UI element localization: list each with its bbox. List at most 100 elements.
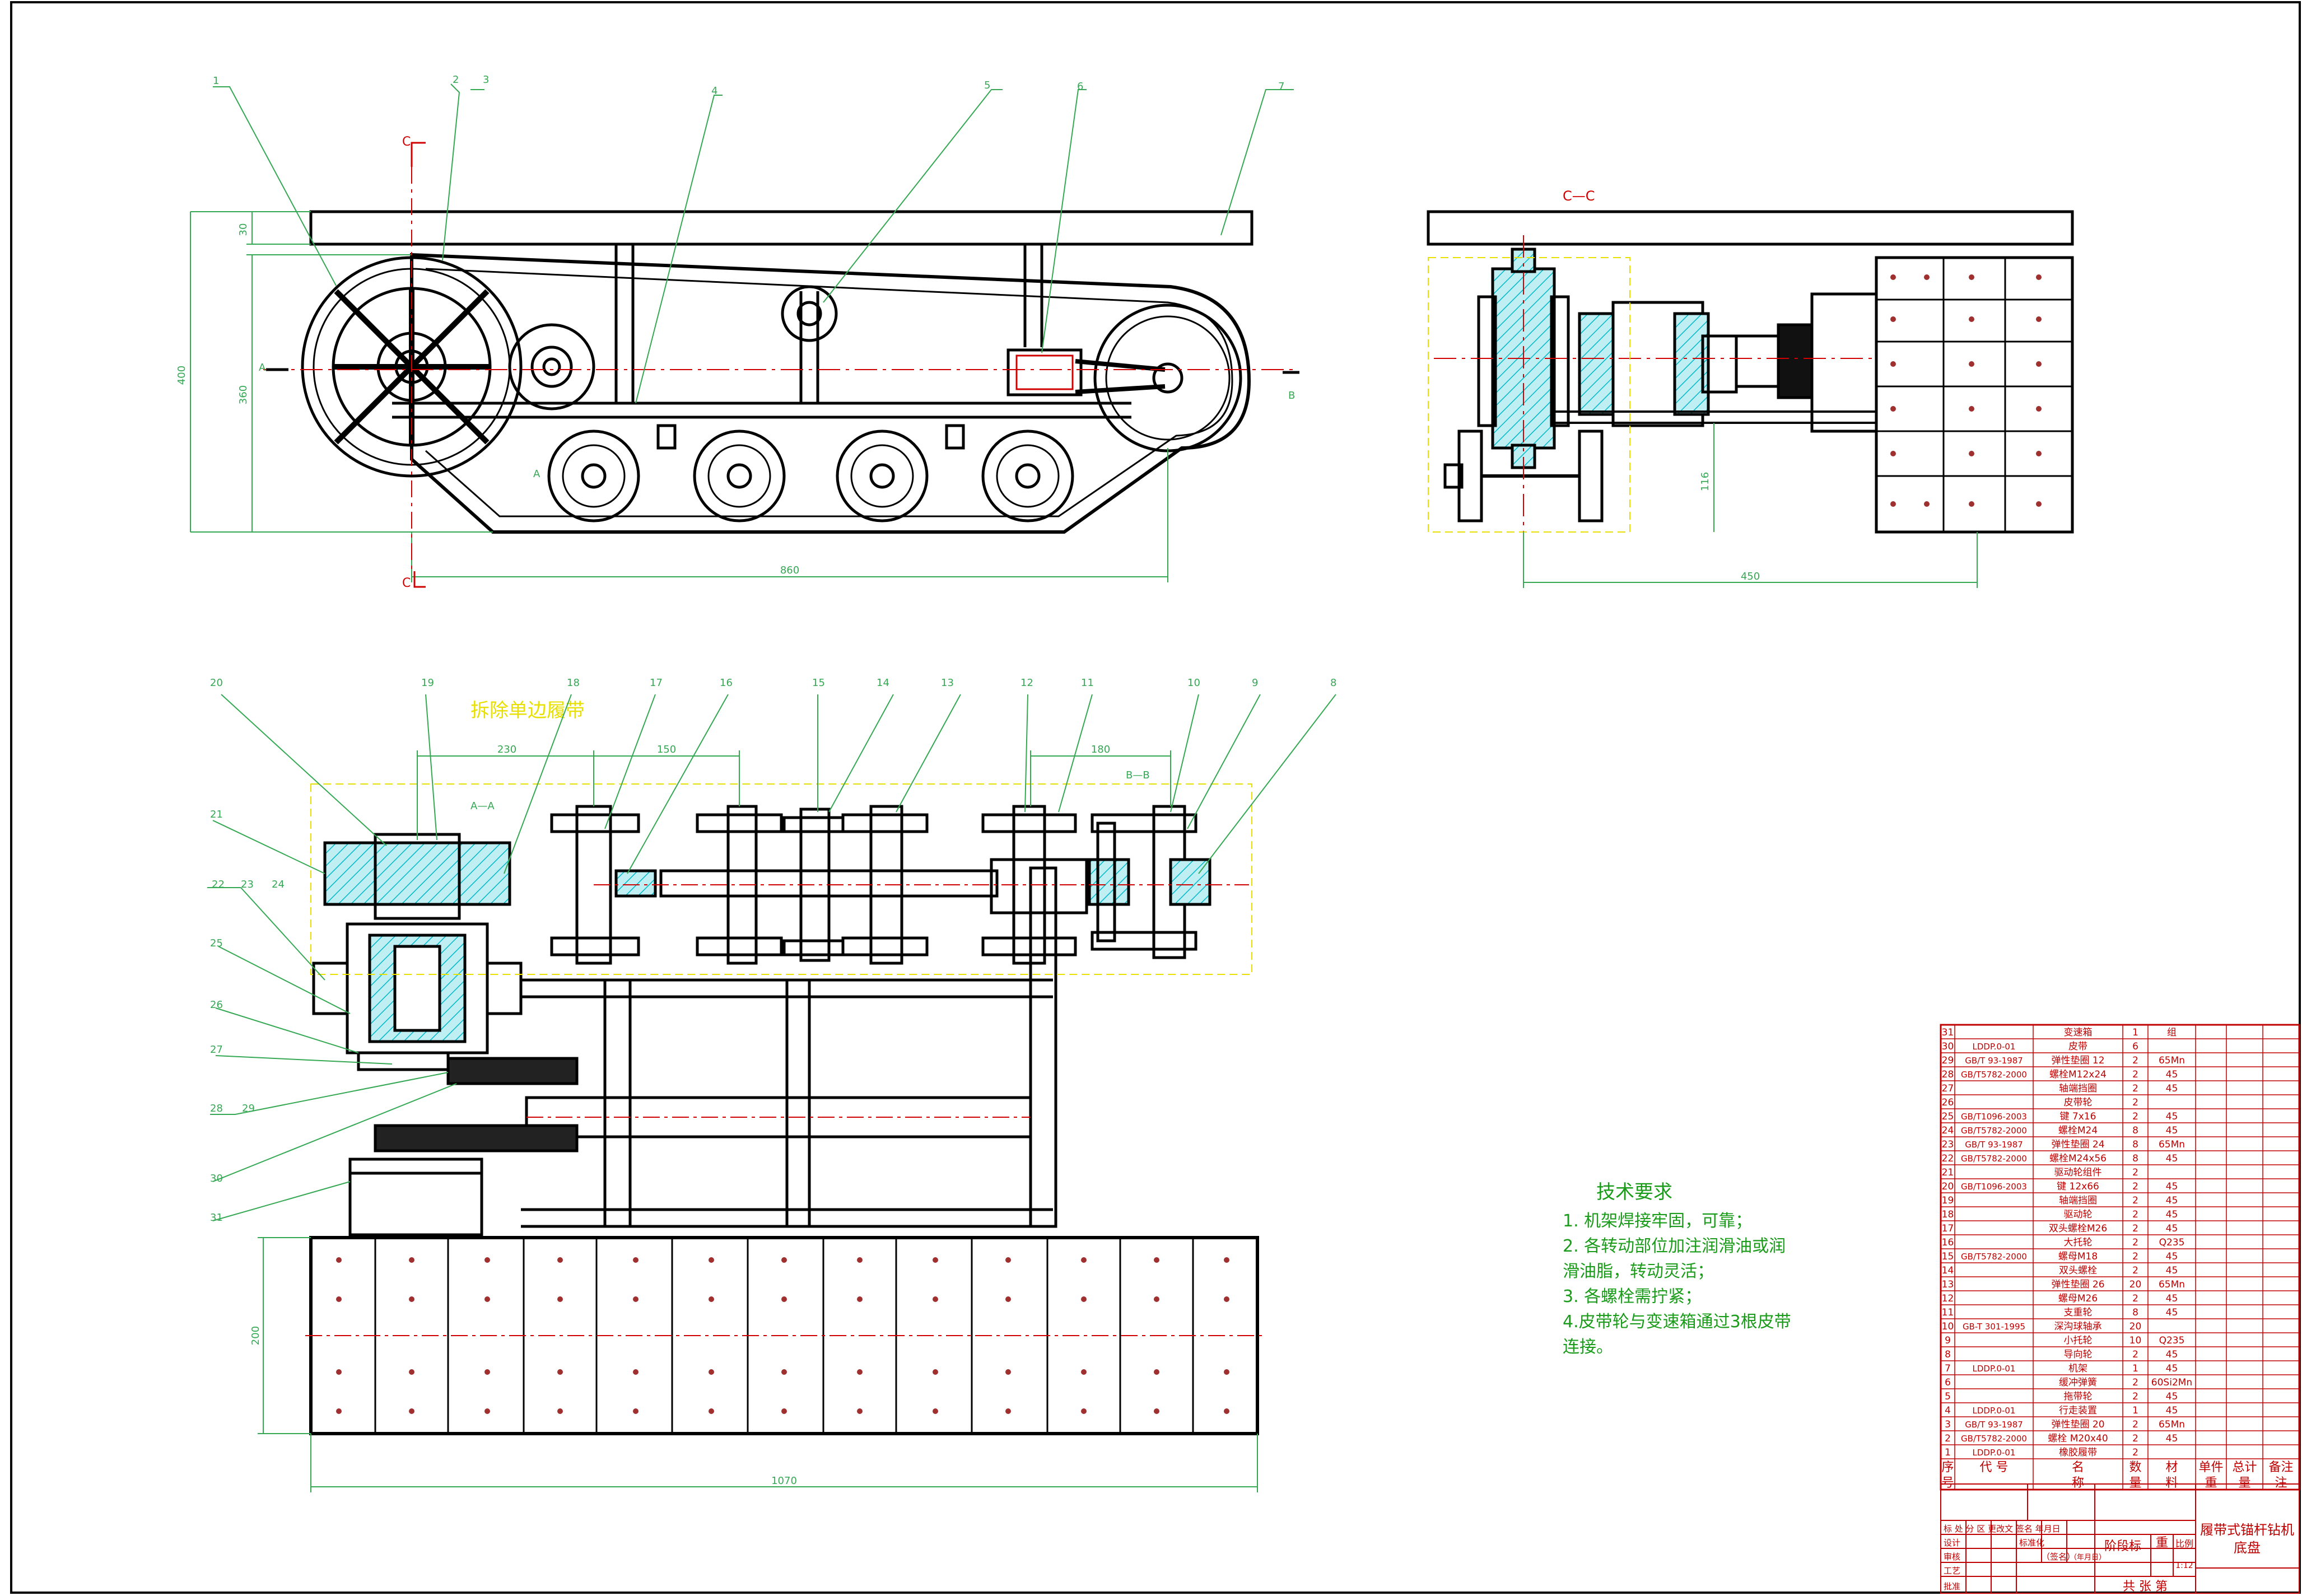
bom-header-total: 总计 (2232, 1460, 2257, 1474)
bom-cell-no: 8 (1945, 1349, 1951, 1360)
bom-cell-no: 10 (1942, 1321, 1954, 1332)
bom-cell-no: 22 (1942, 1153, 1954, 1164)
bom-cell-qty: 20 (2129, 1279, 2142, 1290)
bom-cell-mat: 45 (2166, 1083, 2178, 1094)
bom-cell-name: 缓冲弹簧 (2059, 1377, 2097, 1388)
plan-section-b: B—B (1126, 769, 1150, 781)
svg-text:审核: 审核 (1944, 1552, 1960, 1562)
bom-cell-qty: 2 (2132, 1083, 2138, 1094)
bom-cell-mat: 45 (2166, 1391, 2178, 1402)
bom-cell-qty: 10 (2129, 1335, 2142, 1346)
bom-cell-name: 弹性垫圈 24 (2051, 1139, 2104, 1150)
svg-text:30: 30 (210, 1173, 223, 1184)
bom-cell-no: 19 (1942, 1195, 1954, 1206)
section-top-plate (1427, 210, 2074, 246)
drawing-scale: 1:12 (2175, 1561, 2193, 1570)
bom-cell-qty: 2 (2132, 1251, 2138, 1262)
bom-header-no2: 号 (1941, 1476, 1954, 1490)
bom-cell-no: 23 (1942, 1139, 1954, 1150)
bom-cell-name: 驱动轮组件 (2054, 1167, 2102, 1178)
bom-cell-no: 20 (1942, 1181, 1954, 1192)
svg-text:3: 3 (483, 74, 489, 86)
bom-cell-qty: 2 (2132, 1055, 2138, 1066)
bom-cell-mat: 45 (2166, 1405, 2178, 1416)
bom-cell-no: 27 (1942, 1083, 1954, 1094)
bom-cell-qty: 8 (2132, 1307, 2138, 1318)
bom-cell-no: 30 (1942, 1041, 1954, 1052)
svg-text:16: 16 (720, 677, 733, 689)
bom-cell-mat: 45 (2166, 1293, 2178, 1304)
svg-text:批准: 批准 (1944, 1581, 1960, 1592)
svg-text:22: 22 (212, 879, 225, 890)
svg-text:比例: 比例 (2175, 1538, 2193, 1549)
bom-cell-code: LDDP.0-01 (1973, 1448, 2016, 1458)
bom-cell-code: GB/T1096-2003 (1961, 1182, 2027, 1192)
carrier-roller (781, 285, 838, 342)
bom-cell-mat: 45 (2166, 1181, 2178, 1192)
mark-a-wheel: A (533, 468, 540, 480)
svg-text:12: 12 (1020, 677, 1033, 689)
bom-header-qty: 数 (2129, 1460, 2141, 1474)
svg-text:3. 各螺栓需拧紧；: 3. 各螺栓需拧紧； (1563, 1287, 1702, 1306)
requirements-title: 技术要求 (1596, 1181, 1672, 1203)
bom-cell-no: 2 (1945, 1433, 1951, 1444)
bom-cell-name: 机架 (2068, 1363, 2087, 1374)
bom-cell-name: 导向轮 (2064, 1349, 2093, 1360)
svg-text:标 处 分 区 更改文 签名 年月日: 标 处 分 区 更改文 签名 年月日 (1944, 1524, 2061, 1534)
svg-text:8: 8 (1330, 677, 1336, 689)
bom-cell-name: 螺母M26 (2058, 1293, 2098, 1304)
bom-cell-code: LDDP.0-01 (1973, 1042, 2016, 1052)
svg-text:13: 13 (941, 677, 954, 689)
dim-230: 230 (497, 744, 516, 755)
bom-cell-mat: 65Mn (2159, 1139, 2185, 1150)
svg-text:29: 29 (242, 1103, 255, 1114)
bom-cell-name: 拖带轮 (2064, 1391, 2093, 1402)
bom-cell-no: 7 (1945, 1363, 1951, 1374)
plan-rollers (550, 805, 1211, 965)
bom-cell-qty: 2 (2132, 1293, 2138, 1304)
svg-text:7: 7 (1278, 81, 1284, 92)
bom-cell-qty: 1 (2132, 1363, 2138, 1374)
svg-text:19: 19 (421, 677, 434, 689)
plan-track-bolts (336, 1257, 1229, 1414)
bom-cell-qty: 2 (2132, 1209, 2138, 1220)
drawing-title-line1: 履带式锚杆钻机 (2200, 1522, 2294, 1538)
bom-cell-name: 支重轮 (2064, 1307, 2093, 1318)
bom-cell-mat: 65Mn (2159, 1055, 2185, 1066)
svg-text:设计: 设计 (1944, 1538, 1960, 1548)
plan-leaders (207, 694, 1336, 1221)
tension-spring (1006, 348, 1083, 396)
bom-cell-no: 29 (1942, 1055, 1954, 1066)
plan-dimensions (258, 750, 1258, 1492)
bom-cell-code: GB/T 93-1987 (1965, 1420, 2023, 1430)
bom-cell-qty: 2 (2132, 1223, 2138, 1234)
svg-text:6: 6 (1077, 81, 1083, 92)
title-block (1940, 1483, 2300, 1594)
bom-cell-qty: 2 (2132, 1433, 2138, 1444)
svg-text:24: 24 (272, 879, 285, 890)
bom-cell-qty: 8 (2132, 1125, 2138, 1136)
bom-cell-no: 31 (1942, 1027, 1954, 1038)
svg-text:21: 21 (210, 809, 223, 820)
bom-cell-name: 螺栓M24 (2058, 1125, 2098, 1136)
bom-cell-code: GB/T 93-1987 (1965, 1056, 2023, 1066)
bom-cell-name: 双头螺栓M26 (2049, 1223, 2107, 1234)
mark-a-left: A (259, 362, 266, 374)
bom-cell-name: 弹性垫圈 26 (2051, 1279, 2104, 1290)
dim-plate-thickness: 30 (237, 223, 249, 236)
bom-cell-name: 驱动轮 (2064, 1209, 2093, 1220)
bom-cell-name: 螺母M18 (2058, 1251, 2098, 1262)
bom-cell-mat: 45 (2166, 1433, 2178, 1444)
svg-text:共 张 第: 共 张 第 (2123, 1580, 2168, 1594)
bom-cell-qty: 2 (2132, 1377, 2138, 1388)
bom-cell-mat: 45 (2166, 1195, 2178, 1206)
bom-cell-qty: 6 (2132, 1041, 2138, 1052)
bom-header-weight2: 重 (2205, 1476, 2217, 1490)
bom-header-remark: 备注 (2268, 1460, 2293, 1474)
bom-cell-name: 双头螺栓 (2059, 1265, 2097, 1276)
top-plate (309, 210, 1253, 246)
bom-cell-qty: 2 (2132, 1167, 2138, 1178)
bom-cell-no: 17 (1942, 1223, 1954, 1234)
bom-cell-name: 弹性垫圈 12 (2051, 1055, 2104, 1066)
